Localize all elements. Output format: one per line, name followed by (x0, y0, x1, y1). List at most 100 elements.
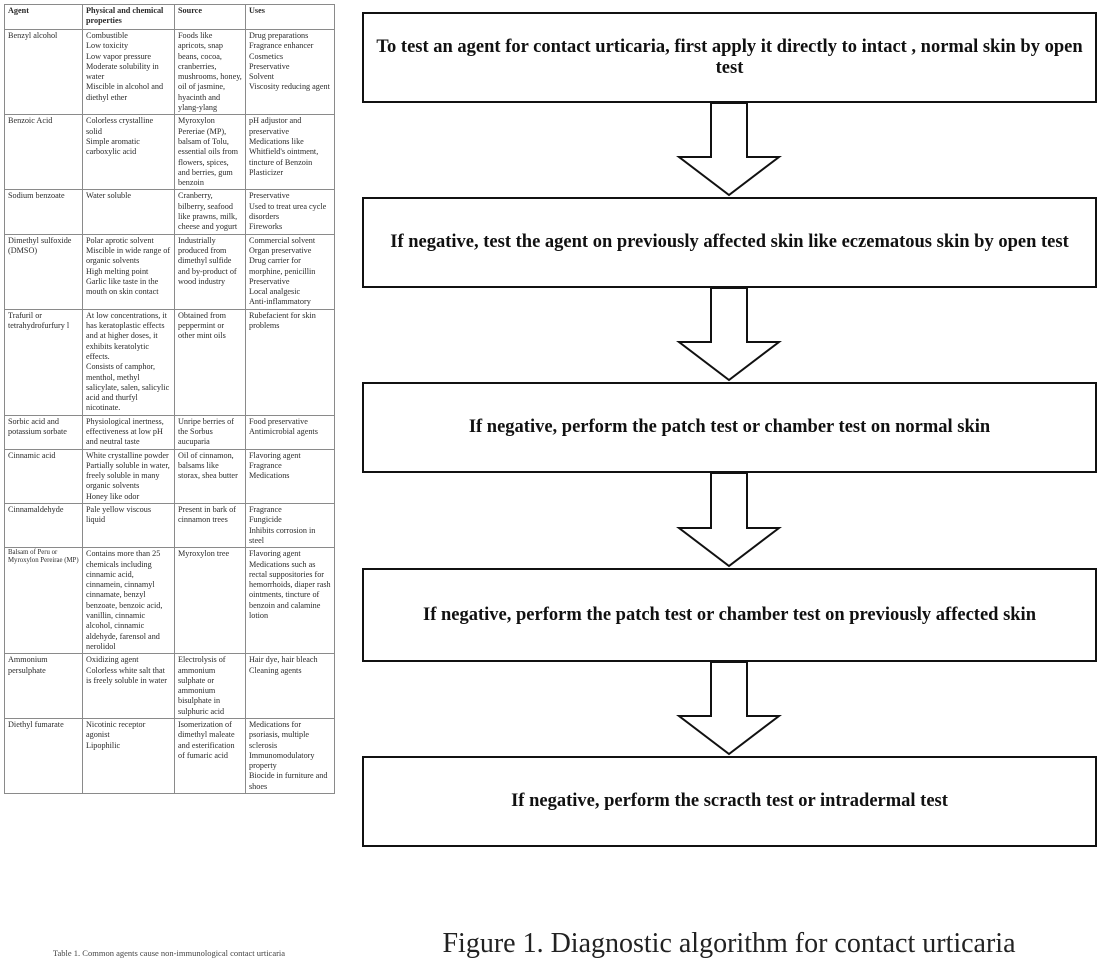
table-cell-source: Present in bark of cinnamon trees (174, 503, 246, 549)
cell-line: Obtained from peppermint or other mint o… (178, 310, 226, 341)
cell-line: Nicotinic receptor agonist (86, 720, 146, 740)
header-agent: Agent (4, 4, 83, 30)
table-cell-source: Foods like apricots, snap beans, cocoa, … (174, 28, 246, 116)
cell-line: Fragrance (249, 460, 282, 470)
cell-line: Local analgesic (249, 287, 301, 297)
table-cell-properties: Contains more than 25 chemicals includin… (82, 547, 175, 655)
cell-line: Diethyl fumarate (8, 720, 64, 729)
table-cell-source: Oil of cinnamon, balsams like storax, sh… (174, 448, 246, 505)
cell-line: Flavoring agent (249, 549, 301, 559)
cell-line: pH adjustor and preservative (249, 116, 302, 136)
table-cell-source: Electrolysis of ammonium sulphate or amm… (174, 653, 246, 719)
cell-line: Polar aprotic solvent (86, 235, 154, 245)
table-row: Sorbic acid and potassium sorbate Physiol… (4, 414, 335, 450)
cell-line: Biocide in furniture and shoes (249, 771, 328, 791)
cell-line: Electrolysis of ammonium sulphate or amm… (178, 655, 226, 716)
cell-line: Consists of camphor, menthol, methyl sal… (86, 362, 170, 413)
table-cell-source: Cranberry, bilberry, seafood like prawns… (174, 189, 246, 235)
table-cell-agent: Benzyl alcohol (4, 28, 83, 116)
cell-line: Rubefacient for skin problems (249, 310, 316, 331)
table-cell-agent: Sorbic acid and potassium sorbate (4, 414, 83, 450)
cell-line: High melting point (86, 266, 149, 276)
agents-table-container: Agent Physical and chemical properties S… (4, 4, 335, 795)
table-cell-properties: Physiological inertness, effectiveness a… (82, 414, 175, 450)
cell-line: Medications for psoriasis, multiple scle… (249, 720, 310, 750)
cell-line: Trafuril or tetrahydrofurfury l (8, 310, 70, 331)
cell-line: Moderate solubility in water (86, 61, 159, 82)
flow-step-2: If negative, test the agent on previousl… (362, 197, 1097, 288)
cell-line: Cleaning agents (249, 665, 302, 675)
cell-line: Water soluble (86, 191, 132, 201)
table-cell-uses: Rubefacient for skin problems (245, 308, 335, 416)
cell-line: Unripe berries of the Sorbus aucuparia (178, 416, 234, 447)
down-arrow-icon (676, 472, 782, 568)
cell-line: Sodium benzoate (8, 191, 65, 201)
cell-line: Ammonium persulphate (8, 655, 48, 675)
cell-line: Medications like Whitfield's ointment, t… (249, 136, 319, 167)
cell-line: At low concentrations, it has keratoplas… (86, 310, 167, 361)
cell-line: Sorbic acid and potassium sorbate (8, 416, 67, 436)
cell-line: Fragrance enhancer (249, 41, 314, 51)
down-arrow-icon (676, 102, 782, 197)
table-cell-source: Myroxylon Pereriae (MP), balsam of Tolu,… (174, 114, 246, 191)
table-cell-properties: Pale yellow viscous liquid (82, 503, 175, 549)
table-row: Balsam of Peru or Myroxylon Pereirae (MP… (4, 547, 335, 655)
table-cell-properties: Water soluble (82, 189, 175, 235)
cell-line: Preservative (249, 191, 290, 201)
table-cell-source: Isomerization of dimethyl maleate and es… (174, 717, 246, 795)
cell-line: Plasticizer (249, 167, 284, 177)
flow-step-1: To test an agent for contact urticaria, … (362, 12, 1097, 103)
cell-line: Isomerization of dimethyl maleate and es… (178, 720, 235, 760)
cell-line: Garlic like taste in the mouth on skin c… (86, 276, 159, 297)
cell-line: Fragrance (249, 505, 282, 515)
down-arrow-icon (676, 287, 782, 382)
cell-line: Present in bark of cinnamon trees (178, 505, 236, 525)
cell-line: Cinnamaldehyde (8, 505, 64, 515)
cell-line: Immunomodulatory property (249, 750, 315, 771)
table-cell-agent: Ammonium persulphate (4, 653, 83, 719)
table-cell-agent: Benzoic Acid (4, 114, 83, 191)
cell-line: Commercial solvent (249, 235, 316, 245)
table-cell-source: Obtained from peppermint or other mint o… (174, 308, 246, 416)
cell-line: Dimethyl sulfoxide (DMSO) (8, 235, 72, 255)
cell-line: Simple aromatic carboxylic acid (86, 136, 140, 157)
table-caption: Table 1. Common agents cause non-immunol… (52, 948, 286, 958)
cell-line: Oil of cinnamon, balsams like storax, sh… (178, 450, 238, 481)
flowchart-arrows (676, 102, 782, 756)
cell-line: Cranberry, bilberry, seafood like prawns… (178, 191, 238, 232)
cell-line: Partially soluble in water, freely solub… (86, 460, 170, 491)
table-row: Sodium benzoate Water soluble Cranberry, b… (4, 189, 335, 235)
table-cell-properties: At low concentrations, it has keratoplas… (82, 308, 175, 416)
table-cell-agent: Dimethyl sulfoxide (DMSO) (4, 233, 83, 310)
header-uses: Uses (245, 4, 335, 30)
table-row: Cinnamaldehyde Pale yellow viscous liquid… (4, 503, 335, 549)
cell-line: Drug preparations (249, 31, 309, 40)
down-arrow-icon (676, 661, 782, 756)
cell-line: Industrially produced from dimethyl sulf… (178, 235, 237, 286)
cell-line: Cosmetics (249, 51, 284, 61)
cell-line: Foods like apricots, snap beans, cocoa, … (178, 31, 242, 113)
table-row: Diethyl fumarate Nicotinic receptor agoni… (4, 717, 335, 795)
cell-line: Inhibits corrosion in steel (249, 525, 316, 545)
table-cell-uses: Medications for psoriasis, multiple scle… (245, 717, 335, 795)
table-cell-source: Industrially produced from dimethyl sulf… (174, 233, 246, 310)
cell-line: Hair dye, hair bleach (249, 655, 318, 665)
table-cell-agent: Trafuril or tetrahydrofurfury l (4, 308, 83, 416)
cell-line: Viscosity reducing agent (249, 82, 330, 92)
cell-line: White crystalline powder (86, 450, 169, 460)
cell-line: Flavoring agent (249, 450, 301, 460)
